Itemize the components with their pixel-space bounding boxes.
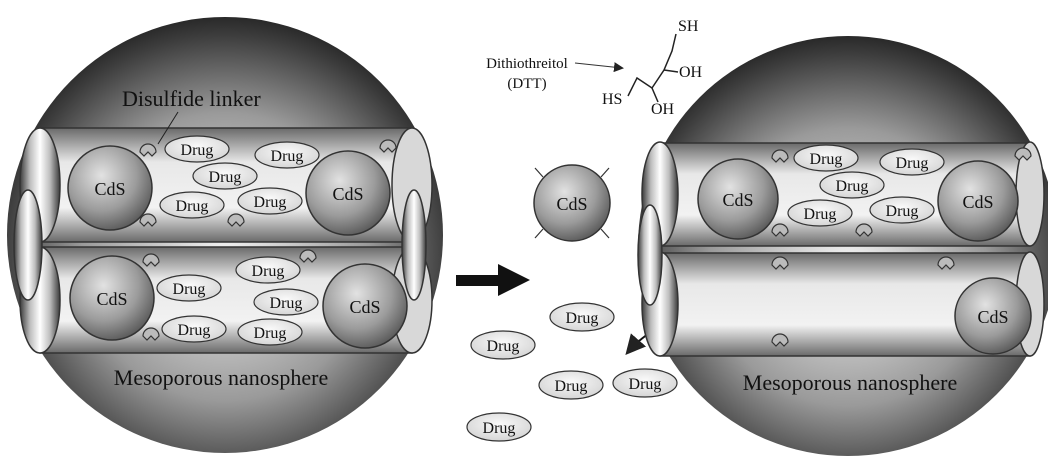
drug-label: Drug: [896, 155, 929, 172]
linker-cap: [299, 249, 317, 263]
right-sphere-label: Mesoporous nanosphere: [743, 370, 957, 395]
drug-label: Drug: [181, 142, 214, 159]
left-end-cap: [13, 189, 43, 301]
dtt-structure: [627, 33, 677, 97]
left-sphere-label: Mesoporous nanosphere: [114, 365, 328, 390]
linker-cap: [379, 139, 397, 153]
drug-label: Drug: [836, 178, 869, 195]
cds-label: CdS: [96, 289, 127, 309]
released-drugs: [466, 302, 678, 442]
left-nanosphere: CdS CdS CdS CdS Drug D: [7, 17, 443, 453]
drug-label: Drug: [271, 148, 304, 165]
released-drug-label: Drug: [566, 310, 599, 327]
process-arrow: [456, 264, 530, 296]
linker-cap: [771, 149, 789, 163]
linker-caps: [139, 139, 397, 341]
free-cds-label: CdS: [556, 194, 587, 214]
disulfide-pointer: [157, 111, 179, 145]
drug-label: Drug: [252, 263, 285, 280]
drug-label: Drug: [270, 295, 303, 312]
dtt-sh: SH: [678, 18, 699, 35]
right-sphere-end-cap: [637, 204, 663, 306]
cds-particle: [69, 255, 155, 341]
drug-label: Drug: [804, 206, 837, 223]
disulfide-linker-label: Disulfide linker: [122, 86, 261, 111]
drug-label: Drug: [254, 194, 287, 211]
released-drug-label: Drug: [483, 420, 516, 437]
left-drugs: [156, 135, 320, 346]
cds-particle: [697, 158, 779, 240]
linker-cap: [142, 327, 160, 341]
cds-label: CdS: [332, 184, 363, 204]
dtt-pointer: [574, 62, 624, 73]
cds-particle: [322, 263, 408, 349]
drug-label: Drug: [886, 203, 919, 220]
linker-cap: [771, 223, 789, 237]
cds-label: CdS: [94, 179, 125, 199]
dtt-name: Dithiothreitol: [486, 56, 568, 72]
drug-label: Drug: [209, 169, 242, 186]
right-drugs: [787, 144, 945, 227]
drug-label: Drug: [254, 325, 287, 342]
drug-label: Drug: [810, 151, 843, 168]
cds-label: CdS: [962, 192, 993, 212]
dtt-abbrev: (DTT): [507, 76, 546, 92]
linker-cap: [139, 143, 157, 157]
right-nanosphere: CdS CdS CdS Drug Drug Drug Drug Drug Mes…: [637, 36, 1048, 456]
free-cds-spikes: [534, 167, 610, 239]
cds-particle: [67, 145, 153, 231]
cds-particle: [305, 150, 391, 236]
free-cds-particle: [533, 164, 611, 242]
linker-cap: [771, 333, 789, 347]
released-drug-label: Drug: [629, 376, 662, 393]
dtt-hs: HS: [602, 91, 622, 108]
cds-label: CdS: [722, 190, 753, 210]
dtt-oh-top: OH: [679, 64, 703, 81]
cds-label: CdS: [977, 307, 1008, 327]
linker-cap: [937, 256, 955, 270]
drug-label: Drug: [173, 281, 206, 298]
cds-label: CdS: [349, 297, 380, 317]
drug-label: Drug: [178, 322, 211, 339]
right-end-cap: [401, 189, 427, 301]
linker-cap: [1014, 147, 1032, 161]
cds-particle: [937, 160, 1019, 242]
linker-cap: [142, 253, 160, 267]
dtt-oh-bottom: OH: [651, 101, 675, 118]
released-drug-label: Drug: [487, 338, 520, 355]
linker-cap: [855, 223, 873, 237]
linker-cap: [227, 213, 245, 227]
released-drug-label: Drug: [555, 378, 588, 395]
cds-particle: [954, 277, 1032, 355]
right-linker-caps: [771, 147, 1032, 347]
linker-cap: [139, 213, 157, 227]
drug-label: Drug: [176, 198, 209, 215]
linker-cap: [771, 256, 789, 270]
